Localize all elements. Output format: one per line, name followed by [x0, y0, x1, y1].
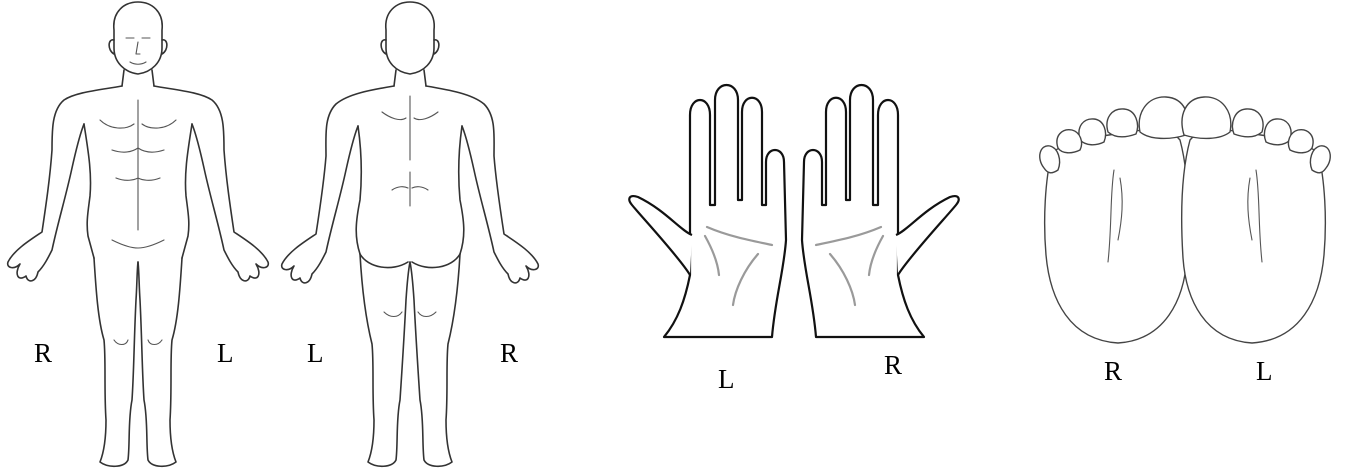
left-hand-label: L: [718, 364, 735, 394]
body-front-figure: [8, 2, 269, 466]
front-body-left-side-label: L: [217, 338, 234, 368]
back-body-left-side-label: L: [307, 338, 324, 368]
foot-left-label: L: [1256, 356, 1273, 386]
right-hand-label: R: [884, 350, 902, 380]
front-body-right-side-label: R: [34, 338, 52, 368]
foot-sole-right-figure: [1182, 97, 1331, 343]
back-body-right-side-label: R: [500, 338, 518, 368]
left-hand-figure: [629, 85, 786, 337]
body-back-figure: [282, 2, 539, 466]
right-hand-figure: [802, 85, 959, 337]
foot-sole-left-figure: [1040, 97, 1189, 343]
foot-right-label: R: [1104, 356, 1122, 386]
